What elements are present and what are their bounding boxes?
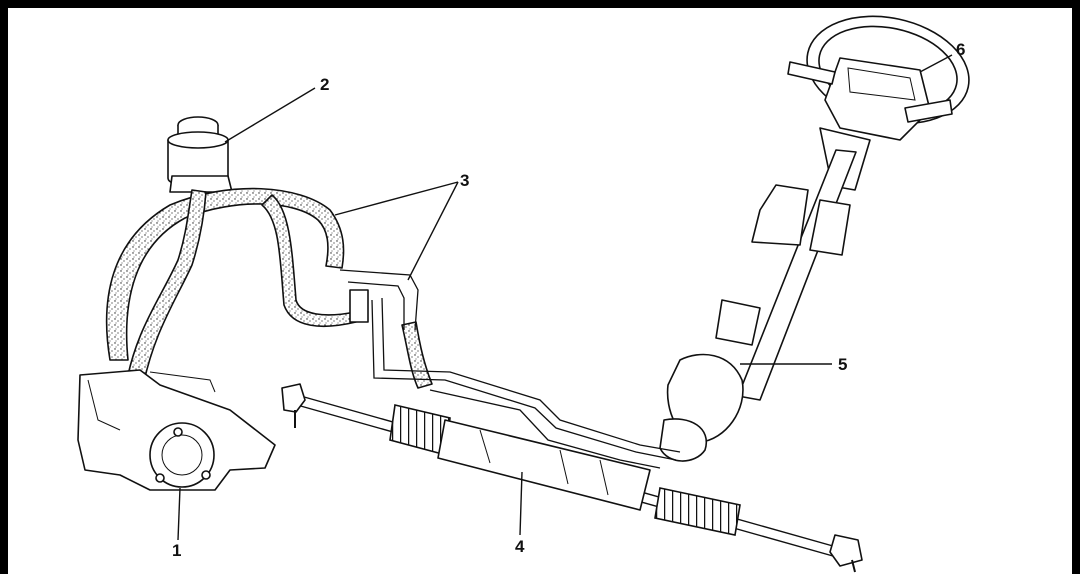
steering-column	[659, 127, 871, 462]
callout-1: 1	[172, 541, 181, 560]
leader-lines	[177, 54, 953, 541]
leader-6	[919, 54, 953, 73]
callout-5: 5	[838, 355, 847, 374]
leader-3b	[407, 181, 459, 281]
leader-2	[224, 87, 316, 143]
leader-4	[519, 471, 523, 536]
callout-3: 3	[460, 171, 469, 190]
fluid-reservoir	[167, 116, 233, 193]
power-steering-diagram: 2 3 1 4 5 6	[77, 15, 970, 573]
callout-2: 2	[320, 75, 329, 94]
leader-1	[177, 487, 181, 541]
callout-4: 4	[515, 537, 525, 556]
leader-3a	[334, 181, 459, 216]
callout-6: 6	[956, 40, 965, 59]
steering-rack	[281, 383, 863, 573]
hydraulic-lines	[339, 269, 681, 469]
steering-wheel	[787, 15, 970, 141]
diagram-panel: 2 3 1 4 5 6	[8, 8, 1072, 574]
power-steering-pump	[77, 369, 276, 491]
